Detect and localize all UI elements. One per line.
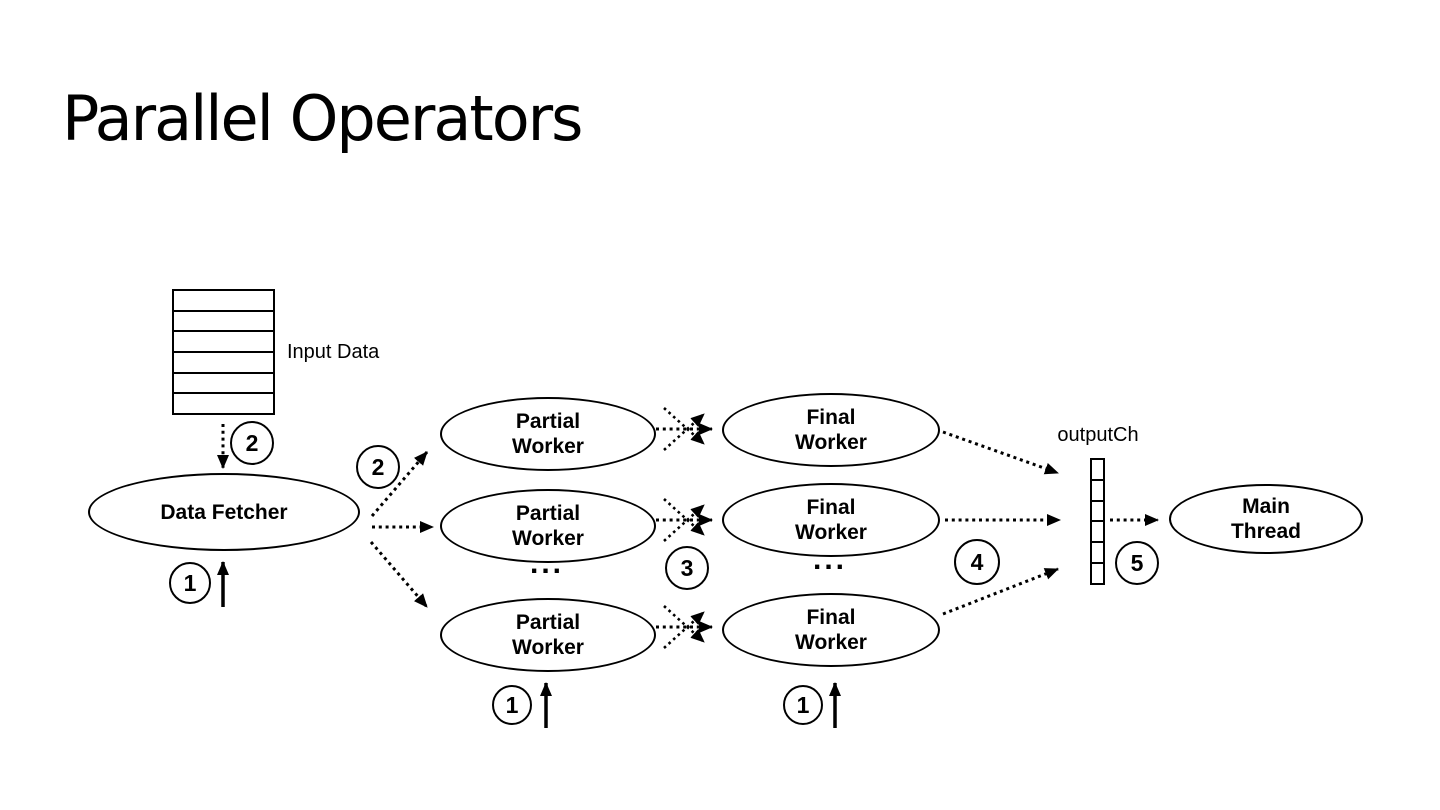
arrows-final-to-outputch bbox=[942, 430, 1061, 616]
arrow-shuffle-up bbox=[663, 413, 705, 451]
stack-cell bbox=[174, 291, 273, 312]
node-final-worker-3: Final Worker bbox=[722, 593, 940, 667]
final-workers-ellipsis: ... bbox=[812, 543, 847, 576]
arrow-shuffle-down bbox=[663, 407, 705, 445]
outputch-stack bbox=[1090, 458, 1105, 585]
partial-workers-ellipsis: ... bbox=[529, 547, 564, 580]
arrows-shuffle-row2 bbox=[656, 498, 713, 542]
stack-cell bbox=[174, 312, 273, 333]
node-label-line2: Thread bbox=[1230, 520, 1301, 543]
node-label-line2: Worker bbox=[512, 527, 584, 550]
arrows-shuffle-row3 bbox=[656, 605, 713, 649]
node-main-thread: Main Thread bbox=[1169, 484, 1363, 554]
node-final-worker-2: Final Worker bbox=[722, 483, 940, 557]
node-label-line1: Final bbox=[806, 606, 856, 629]
node-partial-worker-3: Partial Worker bbox=[440, 598, 656, 672]
node-label-line2: Worker bbox=[795, 521, 867, 544]
step-badge-collect: 4 bbox=[954, 539, 1000, 585]
stack-cell bbox=[174, 332, 273, 354]
arrow-shuffle-up bbox=[663, 504, 705, 542]
node-label-line1: Final bbox=[806, 406, 856, 429]
node-label-line2: Worker bbox=[512, 636, 584, 659]
stack-cell bbox=[1092, 481, 1103, 502]
stack-cell bbox=[1092, 460, 1103, 481]
stack-cell bbox=[1092, 543, 1103, 565]
step-badge-fetch-loop: 1 bbox=[169, 562, 211, 604]
arrow-shuffle-up bbox=[663, 611, 705, 649]
node-final-worker-1: Final Worker bbox=[722, 393, 940, 467]
node-label-line1: Partial bbox=[515, 611, 581, 634]
step-badge-shuffle: 3 bbox=[665, 546, 709, 590]
arrow-shuffle-down bbox=[663, 498, 705, 536]
node-partial-worker-1: Partial Worker bbox=[440, 397, 656, 471]
stack-cell bbox=[174, 374, 273, 395]
node-label-line2: Worker bbox=[512, 435, 584, 458]
node-label-line1: Partial bbox=[515, 502, 581, 525]
node-label: Data Fetcher bbox=[160, 500, 288, 524]
node-label-line1: Partial bbox=[515, 410, 581, 433]
node-data-fetcher: Data Fetcher bbox=[88, 473, 360, 551]
stack-cell bbox=[1092, 564, 1103, 583]
page-title: Parallel Operators bbox=[62, 82, 583, 155]
stack-cell bbox=[1092, 522, 1103, 544]
input-data-label: Input Data bbox=[287, 341, 380, 363]
arrow-shuffle-down bbox=[663, 605, 705, 643]
step-badge-fanout: 2 bbox=[356, 445, 400, 489]
outputch-label: outputCh bbox=[1057, 424, 1139, 446]
arrows-shuffle-row1 bbox=[656, 407, 713, 451]
step-badge-input-send: 2 bbox=[230, 421, 274, 465]
node-partial-worker-2: Partial Worker bbox=[440, 489, 656, 563]
node-label-line1: Main bbox=[1242, 495, 1290, 518]
node-label-line2: Worker bbox=[795, 631, 867, 654]
step-badge-partial-loop: 1 bbox=[492, 685, 532, 725]
stack-cell bbox=[174, 394, 273, 413]
arrow-fanout-bottom bbox=[369, 541, 429, 608]
node-label-line1: Final bbox=[806, 496, 856, 519]
node-label-line2: Worker bbox=[795, 431, 867, 454]
input-data-stack bbox=[172, 289, 275, 415]
stack-cell bbox=[1092, 502, 1103, 523]
step-badge-final-loop: 1 bbox=[783, 685, 823, 725]
step-badge-deliver: 5 bbox=[1115, 541, 1159, 585]
stack-cell bbox=[174, 353, 273, 374]
